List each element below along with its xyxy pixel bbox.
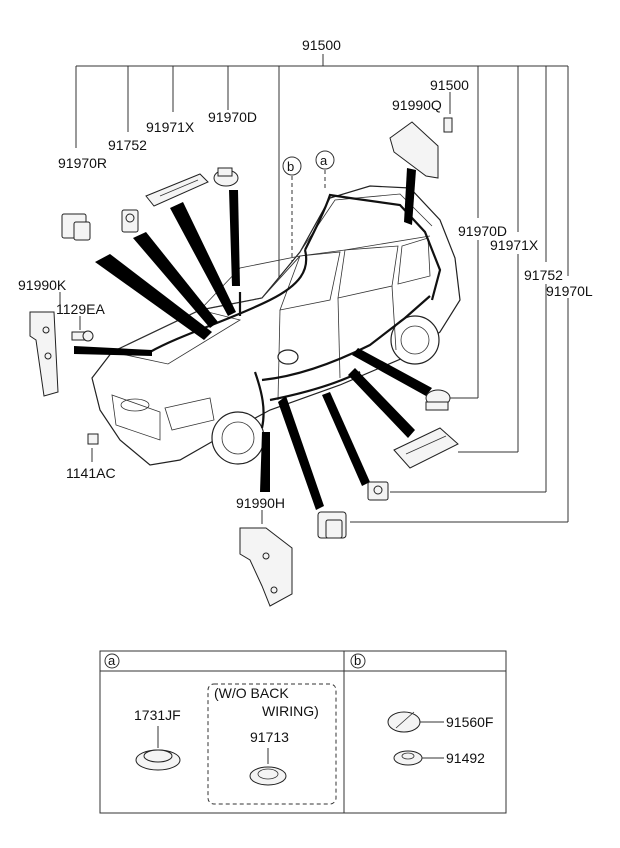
callout-91752-right: 91752 [524, 267, 563, 283]
part-91990K [29, 311, 59, 397]
callout-91971X-top: 91971X [146, 119, 195, 135]
callout-1129EA: 1129EA [56, 301, 105, 317]
callout-labels: 91500 91500 91990Q 91971X 91970D 91752 9… [18, 37, 593, 511]
callout-91500-right: 91500 [430, 77, 469, 93]
callout-91752-top: 91752 [108, 137, 147, 153]
part-91970L [317, 511, 347, 539]
part-1129EA [71, 330, 94, 342]
callout-91990H: 91990H [236, 495, 285, 511]
part-91971X-right [393, 427, 459, 469]
part-91990H [239, 527, 293, 607]
part-91971X-top [145, 173, 209, 207]
without-back-wiring-group [207, 683, 337, 805]
grommet-91713 [249, 766, 287, 786]
callout-91970L: 91970L [546, 283, 593, 299]
part-91970D-top [213, 167, 239, 187]
marker-a: a [320, 153, 328, 168]
marker-b: b [287, 159, 294, 174]
callout-91970D-right: 91970D [458, 223, 507, 239]
pointer-wedges [74, 168, 432, 510]
group-note-line2: WIRING) [262, 703, 319, 719]
detail-legend: a b 1731JF (W/O BACK WIRING) 91713 91560… [99, 650, 507, 814]
vehicle-outline [91, 185, 461, 466]
part-91752-right [367, 481, 389, 501]
legend-a-label: a [108, 653, 116, 668]
label-1731JF: 1731JF [134, 707, 181, 723]
part-91970R [61, 213, 91, 241]
label-91713: 91713 [250, 729, 289, 745]
callout-91990K: 91990K [18, 277, 67, 293]
label-91560F: 91560F [446, 714, 493, 730]
group-note-line1: (W/O BACK [214, 685, 289, 701]
components [29, 117, 459, 607]
grommet-91560F [387, 711, 421, 733]
label-91492: 91492 [446, 750, 485, 766]
marker-a-circle [315, 150, 335, 170]
part-1141AC [87, 433, 99, 445]
legend-a-circle [104, 653, 120, 669]
callout-91500-top: 91500 [302, 37, 341, 53]
legend-b-label: b [354, 653, 361, 668]
leader-lines [59, 54, 569, 524]
callout-91971X-right: 91971X [490, 237, 539, 253]
callout-91990Q: 91990Q [392, 97, 442, 113]
part-91990Q [389, 117, 453, 179]
legend-b-circle [350, 653, 366, 669]
part-91752-top [121, 209, 139, 233]
callout-91970D-top: 91970D [208, 109, 257, 125]
part-91970D-right [425, 389, 451, 411]
marker-b-circle [282, 156, 302, 176]
callout-1141AC: 1141AC [66, 465, 116, 481]
callout-91970R: 91970R [58, 155, 107, 171]
